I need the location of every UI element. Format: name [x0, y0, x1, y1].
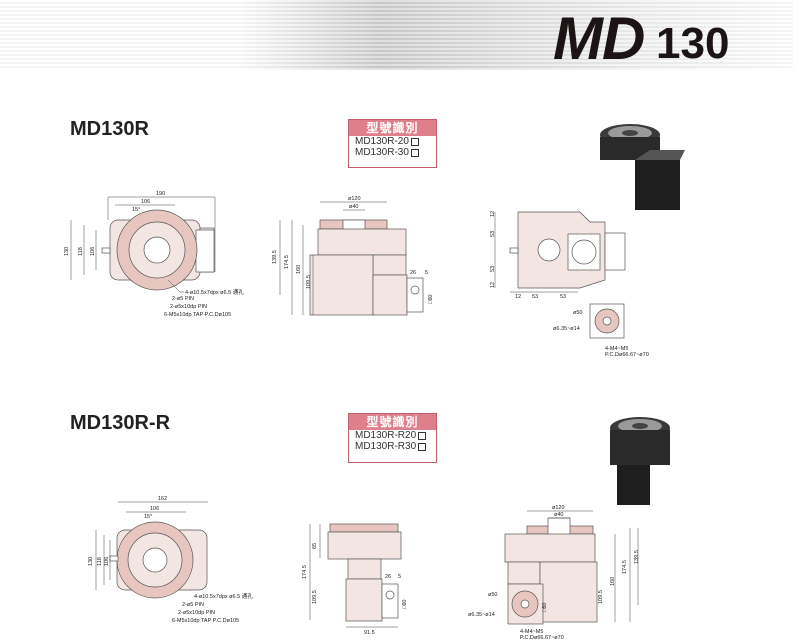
dim: 12: [490, 282, 496, 288]
front-view-drawing: ø120 ø40 139.5 174.5 160 109.5 □60 ø50 ø…: [468, 505, 640, 641]
model-row: MD130R-20: [349, 136, 436, 147]
dim: □60: [542, 603, 548, 612]
dim: 53: [490, 231, 496, 237]
dim: 174.5: [284, 255, 290, 269]
checkbox[interactable]: [418, 431, 427, 440]
section-title-md130r: MD130R: [70, 118, 149, 140]
model-code: MD130R-20: [355, 136, 409, 147]
note: 2-ø5 PIN: [182, 602, 204, 608]
model-code-table: 型號識別 MD130R-R20 MD130R-R30: [348, 413, 437, 463]
note: 6-M5x10dp TAP P.C.Dø105: [172, 618, 239, 624]
product-photo-md130r-r: [610, 417, 670, 505]
dim: 15°: [144, 514, 152, 520]
dim: 26: [385, 574, 391, 580]
checkbox[interactable]: [418, 442, 427, 451]
dim: 139.5: [272, 250, 278, 264]
note: P.C.Dø66.67~ø70: [605, 352, 649, 358]
dim: ø50: [573, 310, 582, 316]
note: P.C.Dø66.67~ø70: [520, 635, 564, 641]
dim: 139.5: [634, 550, 640, 564]
dim: 106: [104, 557, 110, 566]
product-photo-md130r: [600, 124, 685, 210]
dim-angle: 15°: [132, 207, 140, 213]
dim: 91.5: [364, 630, 375, 636]
note: 4-M4~M5: [520, 629, 543, 635]
dim: ø6.35~ø14: [468, 612, 495, 618]
table-heading: 型號識別: [349, 120, 436, 136]
dim: □60: [428, 295, 434, 304]
dim-width: 190: [156, 191, 165, 197]
checkbox[interactable]: [410, 148, 419, 157]
dim: 53: [532, 294, 538, 300]
dim: 12: [515, 294, 521, 300]
checkbox[interactable]: [410, 137, 419, 146]
dim: ø50: [488, 592, 497, 598]
dim-118: 118: [78, 247, 84, 256]
dim: ø6.35~ø14: [553, 326, 580, 332]
model-row: MD130R-R30: [349, 441, 436, 452]
note: 2-ø5x10dp PIN: [178, 610, 215, 616]
header-model: MD: [553, 5, 645, 72]
note: 4-ø10.5x7dpx ø6.5 通孔: [185, 288, 244, 296]
bottom-view-drawing: 12 53 53 12 12 53 53 ø50 ø6.35~ø14 4-M4~…: [490, 211, 649, 358]
dim: □60: [402, 600, 408, 609]
dim: 174.5: [302, 565, 308, 579]
dim: ø120: [348, 196, 361, 202]
side-view-drawing: 65 174.5 109.5 26 5 □60 91.5: [302, 523, 408, 636]
model-code: MD130R-30: [355, 147, 409, 158]
dim: 12: [490, 211, 496, 217]
dim: 174.5: [622, 560, 628, 574]
dim: 5: [425, 270, 428, 276]
model-row: MD130R-30: [349, 147, 436, 158]
dim: 160: [610, 577, 616, 586]
dim: 109.5: [598, 590, 604, 604]
top-view-drawing: 190 106 15° 130 118 106 4-ø10.5x7dpx ø6.…: [64, 191, 244, 318]
dim: 53: [560, 294, 566, 300]
dim: 109.5: [312, 590, 318, 604]
model-row: MD130R-R20: [349, 430, 436, 441]
dim-106v: 106: [90, 247, 96, 256]
dim: 130: [88, 557, 94, 566]
model-code: MD130R-R30: [355, 441, 417, 452]
dim: 118: [97, 557, 103, 566]
dim: 106: [150, 506, 159, 512]
header-band: [0, 0, 793, 70]
dim-130: 130: [64, 247, 70, 256]
dim: 26: [410, 270, 416, 276]
dim: 5: [398, 574, 401, 580]
dim: 109.5: [306, 275, 312, 289]
section-title-md130r-r: MD130R-R: [70, 412, 171, 434]
table-heading: 型號識別: [349, 414, 436, 430]
side-view-drawing: ø120 ø40 139.5 174.5 160 109.5 26 5 □60: [272, 196, 434, 316]
model-code-table: 型號識別 MD130R-20 MD130R-30: [348, 119, 437, 168]
dim: ø120: [552, 505, 565, 511]
dim-106: 106: [141, 199, 150, 205]
dim: 65: [312, 543, 318, 549]
note: 4-M4~M5: [605, 346, 628, 352]
dim: ø40: [554, 512, 563, 518]
dim: 53: [490, 266, 496, 272]
header-size: 130: [656, 19, 730, 68]
note: 6-M5x10dp TAP P.C.Dø105: [164, 312, 231, 318]
top-view-drawing: 162 106 15° 130 118 106 4-ø10.5x7dpx ø6.…: [88, 496, 253, 624]
dim: ø40: [349, 204, 358, 210]
note: 4-ø10.5x7dpx ø6.5 通孔: [194, 592, 253, 600]
dim: 160: [296, 265, 302, 274]
note: 2-ø5x10dp PIN: [170, 304, 207, 310]
dim: 162: [158, 496, 167, 502]
model-code: MD130R-R20: [355, 430, 417, 441]
note: 2-ø5 PIN: [172, 296, 194, 302]
